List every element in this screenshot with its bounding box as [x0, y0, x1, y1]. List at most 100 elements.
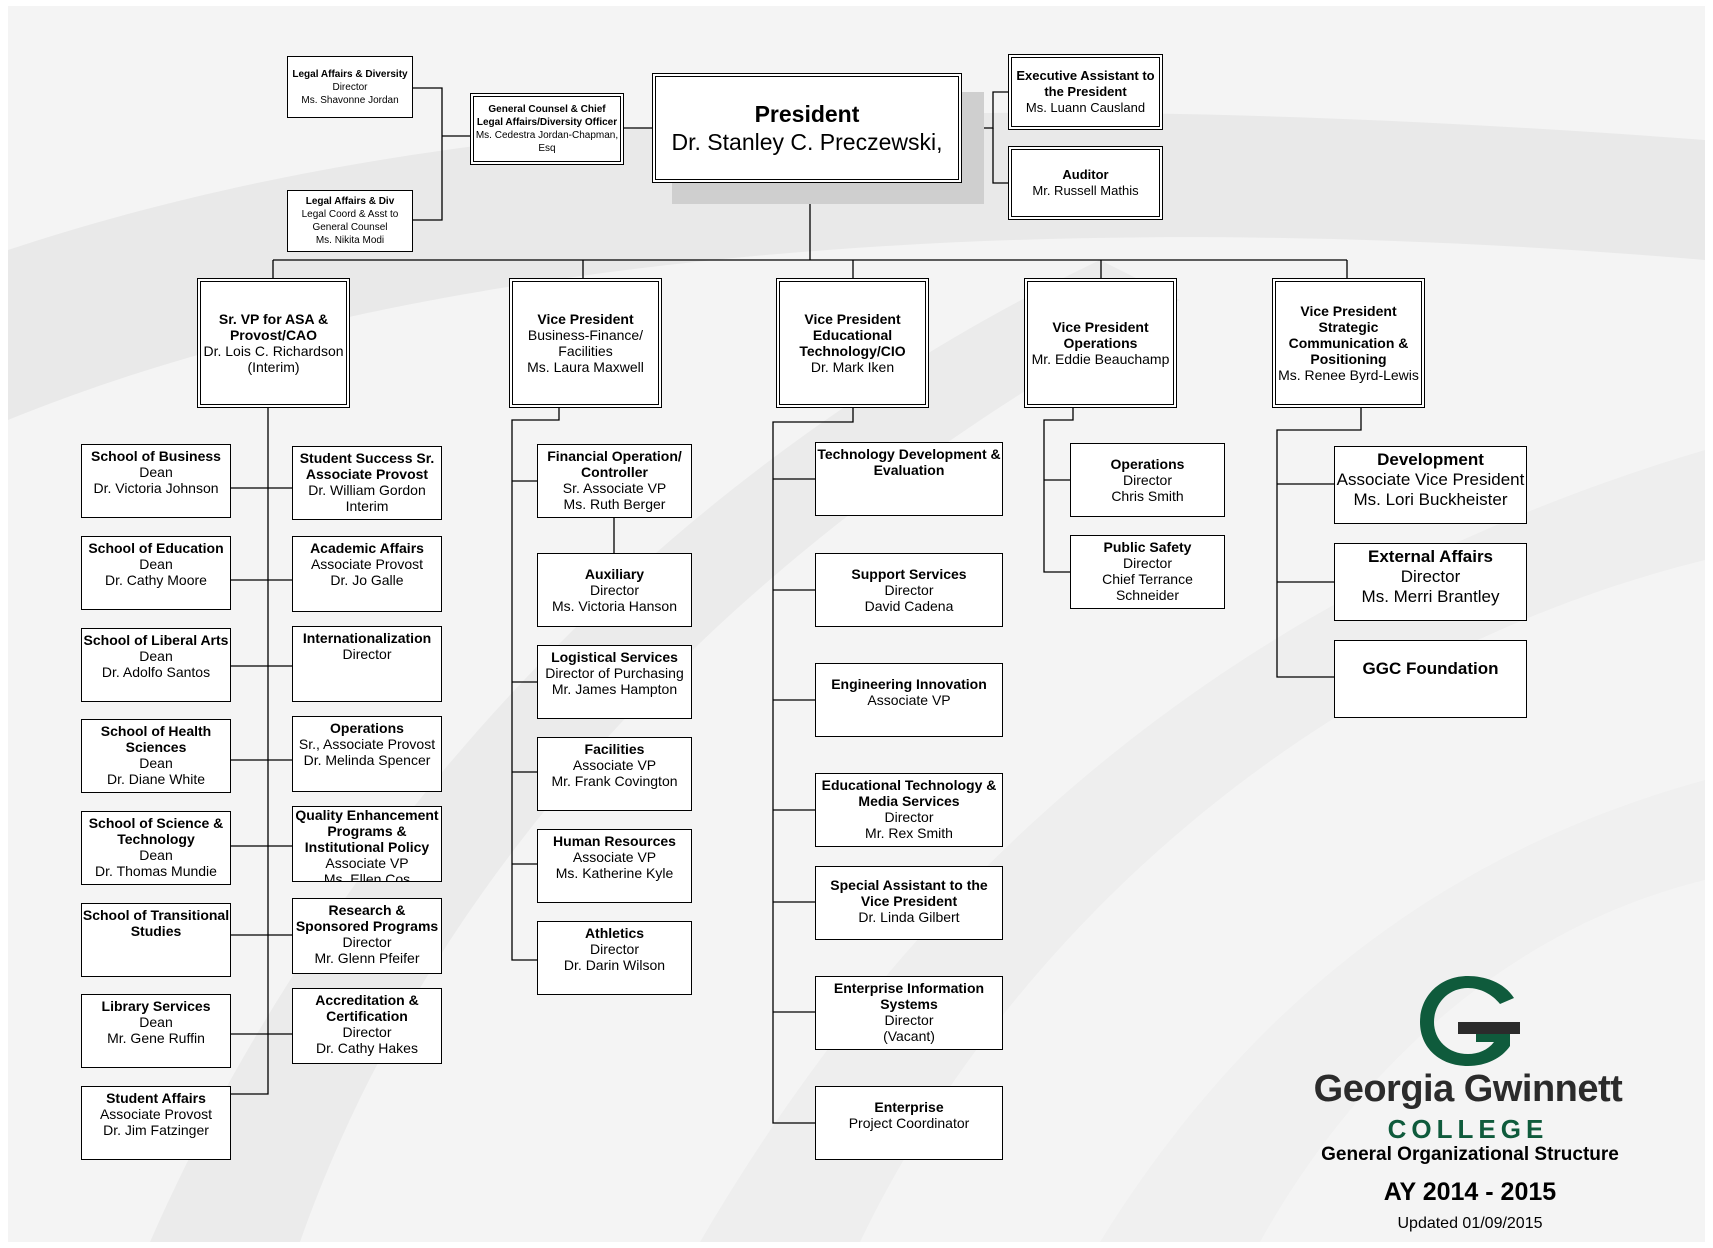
vp-provost-box[interactable]: Sr. VP for ASA & Provost/CAO Dr. Lois C.… — [197, 278, 350, 408]
unit-title: Human Resources — [553, 833, 676, 849]
unit-title: Logistical Services — [551, 649, 678, 665]
unit-name: Dr. Thomas Mundie — [95, 863, 217, 879]
president-name: Dr. Stanley C. Preczewski, — [671, 129, 943, 155]
general-counsel-box[interactable]: General Counsel & Chief Legal Affairs/Di… — [470, 93, 624, 165]
quality-enhancement-box[interactable]: Quality Enhancement Programs & Instituti… — [292, 806, 442, 882]
unit-name: Dr. Victoria Johnson — [93, 480, 219, 496]
unit-title: Facilities — [584, 741, 645, 757]
unit-name: Mr. Gene Ruffin — [107, 1030, 205, 1046]
unit-role: Director — [589, 582, 639, 598]
logo-g-mark-icon — [1420, 976, 1520, 1066]
enterprise-info-systems-box[interactable]: Enterprise Information Systems Director … — [815, 976, 1003, 1050]
library-services-box[interactable]: Library Services Dean Mr. Gene Ruffin — [81, 994, 231, 1068]
unit-name: Chris Smith — [1111, 488, 1184, 504]
support-services-box[interactable]: Support Services Director David Cadena — [815, 553, 1003, 627]
unit-title: School of Science & Technology — [88, 815, 224, 847]
unit-role: Director — [1122, 472, 1172, 488]
unit-name: Chief Terrance Schneider — [1102, 571, 1193, 603]
unit-name: Dr. Melinda Spencer — [303, 752, 431, 768]
auditor-box[interactable]: Auditor Mr. Russell Mathis — [1008, 146, 1163, 220]
research-programs-box[interactable]: Research & Sponsored Programs Director M… — [292, 898, 442, 974]
school-liberal-arts-box[interactable]: School of Liberal Arts Dean Dr. Adolfo S… — [81, 628, 231, 702]
school-science-technology-box[interactable]: School of Science & Technology Dean Dr. … — [81, 811, 231, 885]
unit-name: Dr. Darin Wilson — [563, 957, 666, 973]
legal-coord-box[interactable]: Legal Affairs & Div Legal Coord & Asst t… — [287, 190, 413, 252]
school-education-box[interactable]: School of Education Dean Dr. Cathy Moore — [81, 536, 231, 610]
human-resources-box[interactable]: Human Resources Associate VP Ms. Katheri… — [537, 829, 692, 903]
unit-role: Project Coordinator — [848, 1115, 970, 1131]
president-box[interactable]: President Dr. Stanley C. Preczewski, — [652, 73, 962, 183]
exec-assistant-box[interactable]: Executive Assistant to the President Ms.… — [1008, 54, 1163, 130]
vp-name: Dr. Lois C. Richardson — [203, 343, 344, 359]
school-transitional-studies-box[interactable]: School of Transitional Studies — [81, 903, 231, 977]
unit-title: Athletics — [584, 925, 645, 941]
logistical-services-box[interactable]: Logistical Services Director of Purchasi… — [537, 645, 692, 719]
unit-title: Student Success Sr. Associate Provost — [299, 450, 435, 482]
accreditation-box[interactable]: Accreditation & Certification Director D… — [292, 988, 442, 1064]
unit-title: Academic Affairs — [310, 540, 424, 556]
unit-name: Dr. Diane White — [106, 771, 206, 787]
tech-development-box[interactable]: Technology Development & Evaluation — [815, 442, 1003, 516]
public-safety-box[interactable]: Public Safety Director Chief Terrance Sc… — [1070, 535, 1225, 609]
ops-operations-box[interactable]: Operations Director Chris Smith — [1070, 443, 1225, 517]
facilities-box[interactable]: Facilities Associate VP Mr. Frank Coving… — [537, 737, 692, 811]
ed-tech-media-box[interactable]: Educational Technology & Media Services … — [815, 773, 1003, 847]
unit-title: School of Transitional Studies — [82, 907, 230, 939]
legal-director-role: Director — [332, 81, 368, 93]
vp-tech-box[interactable]: Vice President Educational Technology/CI… — [776, 278, 929, 408]
vp-title: Vice President Strategic Communication &… — [1288, 303, 1409, 367]
unit-title: School of Business — [91, 448, 221, 464]
enterprise-coordinator-box[interactable]: Enterprise Project Coordinator — [815, 1086, 1003, 1160]
unit-role: Director — [884, 582, 934, 598]
development-box[interactable]: Development Associate Vice President Ms.… — [1334, 446, 1527, 524]
unit-role: Director — [1400, 567, 1461, 586]
auxiliary-box[interactable]: Auxiliary Director Ms. Victoria Hanson — [537, 553, 692, 627]
unit-title: School of Education — [88, 540, 224, 556]
legal-director-title: Legal Affairs & Diversity — [292, 68, 408, 80]
internationalization-box[interactable]: Internationalization Director — [292, 626, 442, 702]
vp-dept: Business-Finance/ Facilities — [527, 327, 644, 359]
school-health-sciences-box[interactable]: School of Health Sciences Dean Dr. Diane… — [81, 719, 231, 793]
exec-assistant-name: Ms. Luann Causland — [1025, 100, 1146, 115]
unit-title: Quality Enhancement Programs & Instituti… — [295, 807, 439, 855]
external-affairs-box[interactable]: External Affairs Director Ms. Merri Bran… — [1334, 543, 1527, 621]
unit-name: David Cadena — [864, 598, 954, 614]
student-success-box[interactable]: Student Success Sr. Associate Provost Dr… — [292, 446, 442, 520]
unit-title: Development — [1377, 450, 1484, 469]
vp-title: Vice President — [537, 311, 634, 327]
engineering-innovation-box[interactable]: Engineering Innovation Associate VP — [815, 663, 1003, 737]
student-affairs-box[interactable]: Student Affairs Associate Provost Dr. Ji… — [81, 1086, 231, 1160]
provost-operations-box[interactable]: Operations Sr., Associate Provost Dr. Me… — [292, 716, 442, 792]
unit-role: Associate VP — [325, 855, 409, 871]
special-assistant-box[interactable]: Special Assistant to the Vice President … — [815, 866, 1003, 940]
ggc-foundation-box[interactable]: GGC Foundation — [1334, 640, 1527, 718]
unit-role: Dean — [139, 464, 173, 480]
vp-communication-box[interactable]: Vice President Strategic Communication &… — [1272, 278, 1425, 408]
college-logo: Georgia Gwinnett COLLEGE — [1308, 968, 1628, 1144]
unit-title: External Affairs — [1367, 547, 1494, 566]
general-counsel-title: General Counsel & Chief Legal Affairs/Di… — [476, 104, 618, 128]
financial-operation-box[interactable]: Financial Operation/ Controller Sr. Asso… — [537, 444, 692, 518]
athletics-box[interactable]: Athletics Director Dr. Darin Wilson — [537, 921, 692, 995]
school-business-box[interactable]: School of Business Dean Dr. Victoria Joh… — [81, 444, 231, 518]
unit-role: Director — [342, 646, 392, 662]
vp-name: Ms. Laura Maxwell — [527, 359, 644, 375]
unit-name: Ms. Ellen Cos — [323, 871, 411, 882]
unit-role: Director — [1122, 555, 1172, 571]
footer-info: General Organizational Structure AY 2014… — [1300, 1144, 1640, 1233]
vp-finance-box[interactable]: Vice President Business-Finance/ Facilit… — [509, 278, 662, 408]
unit-title: Library Services — [101, 998, 211, 1014]
legal-coord-title: Legal Affairs & Div — [305, 196, 395, 207]
unit-title: Public Safety — [1103, 539, 1192, 555]
vp-title: Sr. VP for ASA & Provost/CAO — [218, 311, 329, 343]
unit-title: Special Assistant to the Vice President — [830, 877, 988, 909]
president-title: President — [754, 101, 860, 127]
unit-title: School of Liberal Arts — [83, 632, 229, 648]
unit-name: Mr. James Hampton — [551, 681, 678, 697]
academic-affairs-box[interactable]: Academic Affairs Associate Provost Dr. J… — [292, 536, 442, 612]
legal-director-box[interactable]: Legal Affairs & Diversity Director Ms. S… — [287, 56, 413, 118]
unit-name: Ms. Lori Buckheister — [1353, 490, 1508, 509]
unit-title: Enterprise Information Systems — [833, 980, 985, 1012]
vp-operations-box[interactable]: Vice President Operations Mr. Eddie Beau… — [1024, 278, 1177, 408]
